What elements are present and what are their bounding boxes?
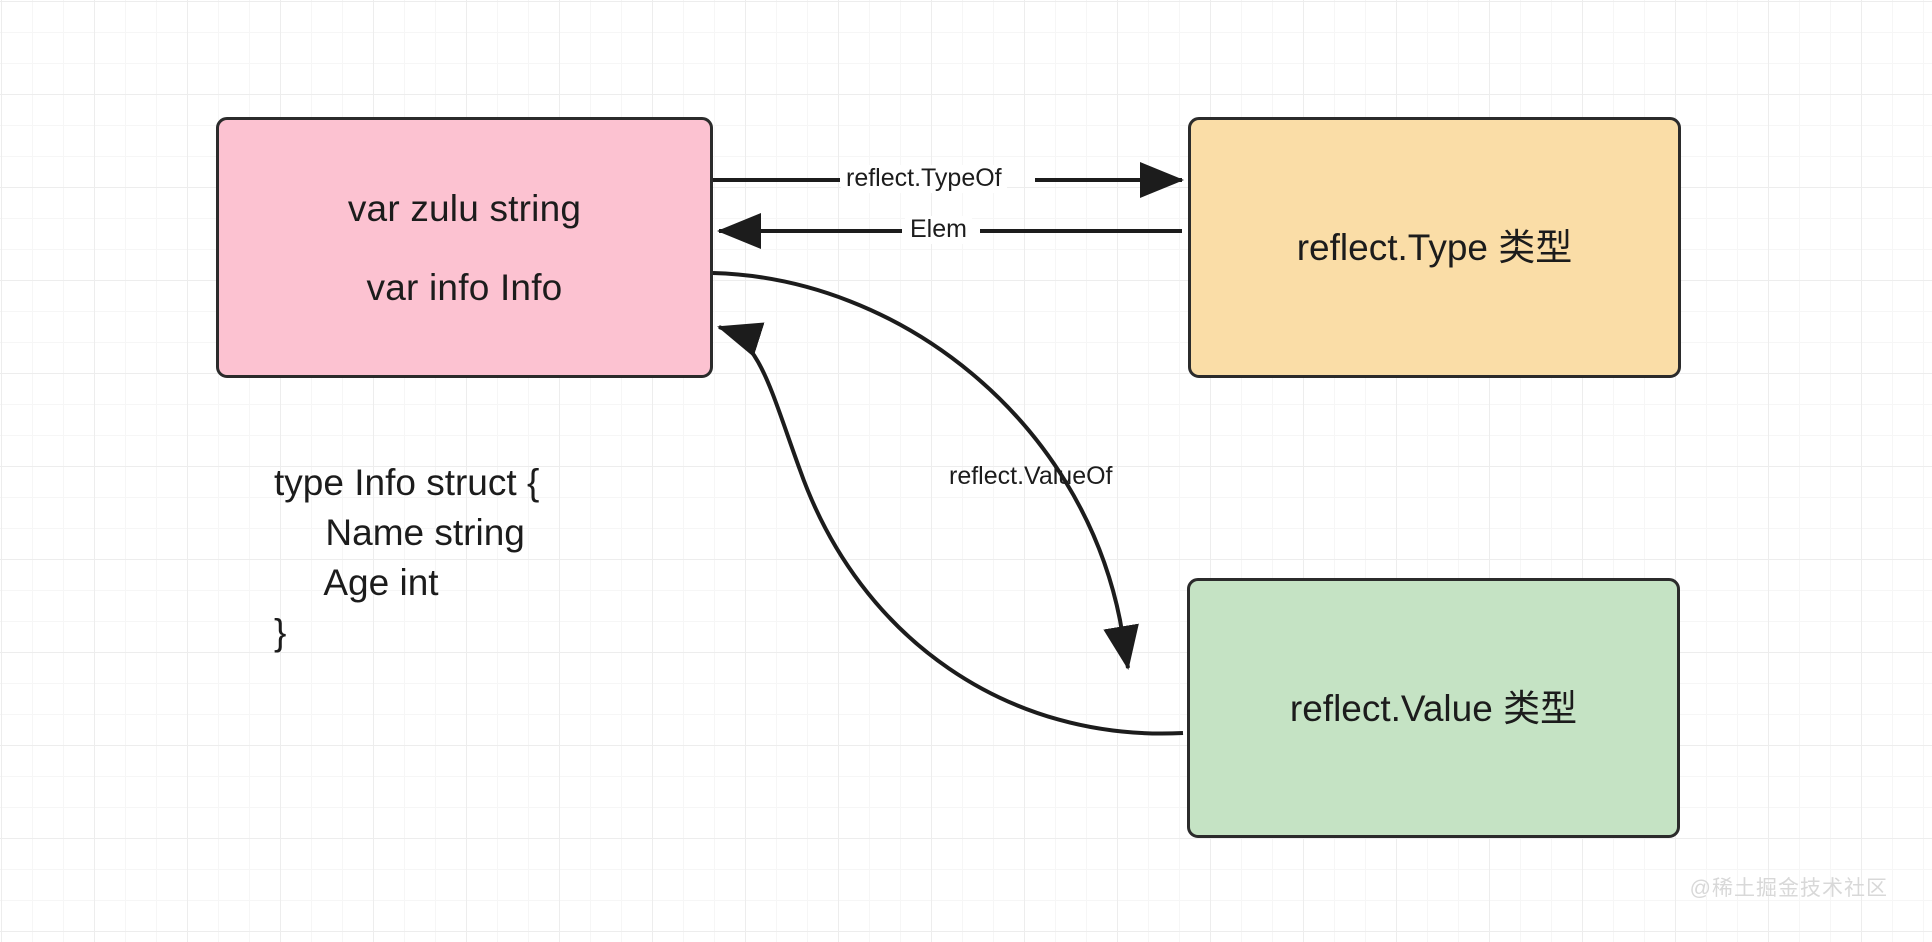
reflect-value-label: reflect.Value 类型	[1289, 687, 1578, 729]
reflect-value-box[interactable]: reflect.Value 类型	[1187, 578, 1680, 838]
watermark: @稀土掘金技术社区	[1689, 877, 1888, 900]
edge-label-elem: Elem	[905, 215, 972, 244]
edge-reflect-valueof-back	[717, 322, 1184, 736]
info-struct-code-block: type Info struct { Name string Age int }	[274, 462, 540, 653]
var-info-info-text: var info Info	[366, 266, 563, 308]
var-zulu-string-text: var zulu string	[347, 187, 582, 229]
var-declaration-box[interactable]: var zulu string var info Info	[216, 117, 713, 378]
reflect-type-box[interactable]: reflect.Type 类型	[1188, 117, 1681, 378]
edge-label-reflect-typeof: reflect.TypeOf	[841, 164, 1007, 193]
reflect-type-label: reflect.Type 类型	[1296, 227, 1573, 268]
edge-label-reflect-valueof: reflect.ValueOf	[949, 462, 1113, 490]
